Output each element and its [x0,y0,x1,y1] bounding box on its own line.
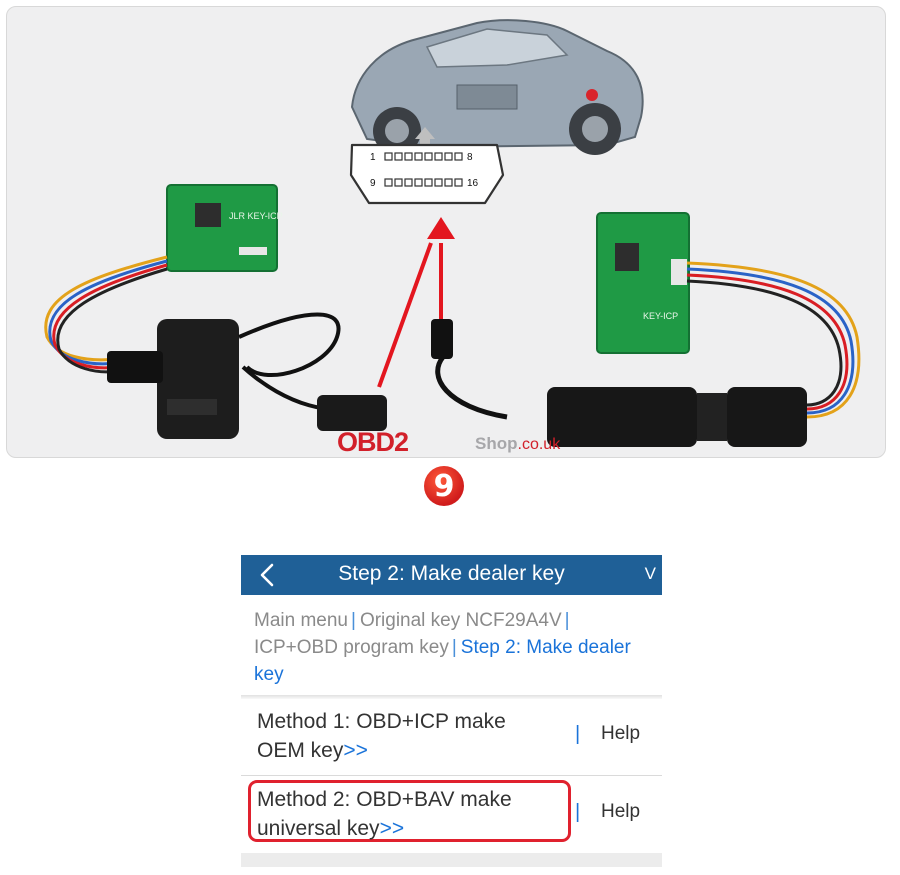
step-number-badge: 9 [424,466,464,506]
breadcrumb: Main menu|Original key NCF29A4V| ICP+OBD… [254,610,631,685]
svg-text:1: 1 [370,152,376,163]
breadcrumb-original-key[interactable]: Original key NCF29A4V [359,610,562,631]
page-title: Step 2: Make dealer key [338,562,565,585]
back-button[interactable] [255,561,281,589]
chevron-left-icon [260,563,274,587]
left-wires [44,255,168,374]
breadcrumb-main-menu[interactable]: Main menu [254,610,348,631]
method-2-help-button[interactable]: Help [601,801,641,822]
method-2-separator: | [575,801,581,823]
right-wires [686,261,861,419]
method-1-separator: | [575,723,581,745]
connection-diagram-art: 1 8 9 16 JLR KEY-ICP [44,19,861,447]
connection-diagram: 1 8 9 16 JLR KEY-ICP [6,6,886,458]
obd-device-right [431,319,807,447]
jlr-key-icp-board: JLR KEY-ICP [166,184,283,272]
svg-text:KEY-ICP: KEY-ICP [643,311,678,321]
svg-text:JLR KEY-ICP: JLR KEY-ICP [229,211,283,221]
up-arrow-icon [415,127,435,145]
method-1-help-button[interactable]: Help [601,723,641,744]
header-right-label: V [644,564,656,583]
bottom-bar [241,853,662,867]
site-watermark: OBD2 Shop.co.uk [337,421,577,457]
divider [241,695,662,700]
method-item-2[interactable]: Method 2: OBD+BAV make universal key>> |… [241,777,662,853]
obd-device-left [107,312,387,439]
method-1-link[interactable]: Method 1: OBD+ICP make OEM key>> [257,710,506,762]
method-2-link[interactable]: Method 2: OBD+BAV make universal key>> [257,788,512,840]
svg-text:8: 8 [467,152,473,163]
svg-text:16: 16 [467,178,479,189]
connection-arrows [377,217,455,388]
app-screen: Step 2: Make dealer key V Main menu|Orig… [241,555,662,867]
obd-port-diagram: 1 8 9 16 [349,143,505,205]
watermark-brand-left: OBD2 [337,427,409,457]
app-header: Step 2: Make dealer key V [241,555,662,595]
method-item-1[interactable]: Method 1: OBD+ICP make OEM key>> | Help [241,699,662,776]
highlight-box [248,780,571,842]
key-icp-board: KEY-ICP [596,212,690,354]
svg-text:9: 9 [370,178,376,189]
watermark-brand-right: Shop.co.uk [475,434,561,453]
car-illustration [350,19,644,155]
breadcrumb-current: Step 2: Make dealer key [254,637,631,685]
breadcrumb-icp-obd[interactable]: ICP+OBD program key [254,637,449,658]
